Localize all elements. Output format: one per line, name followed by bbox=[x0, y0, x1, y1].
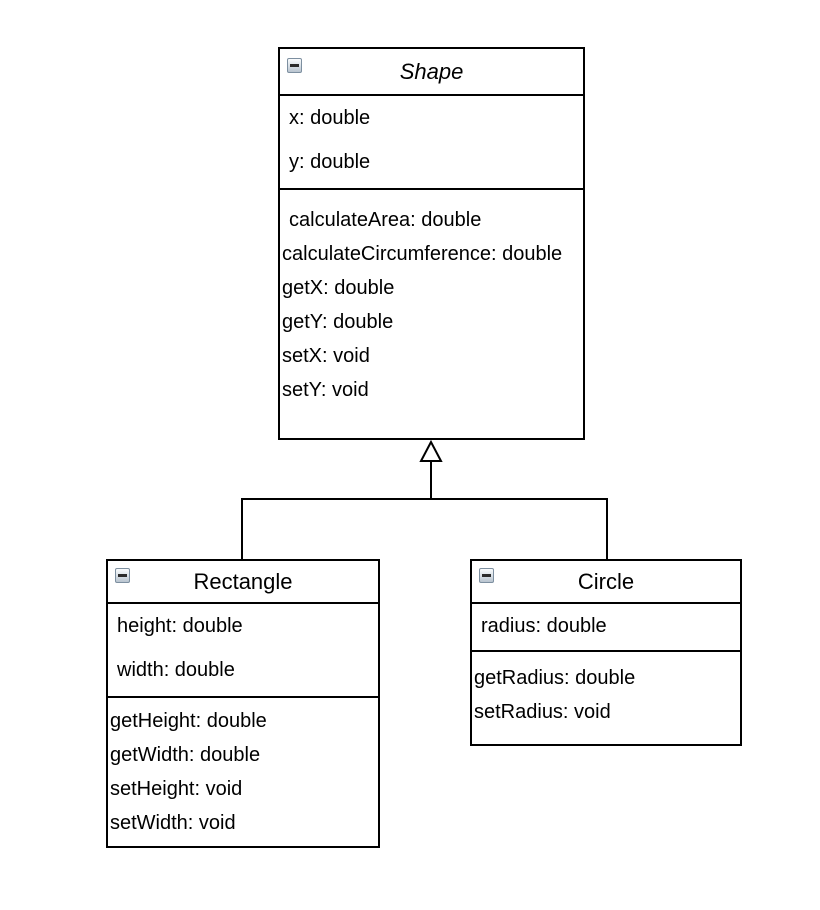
member-row: getX: double bbox=[282, 277, 395, 299]
class-title: Shape bbox=[399, 59, 464, 84]
member-row: setRadius: void bbox=[474, 701, 611, 723]
class-title: Circle bbox=[577, 569, 635, 594]
collapse-icon[interactable] bbox=[115, 568, 130, 583]
class-box-rectangle[interactable]: Rectangle height: double width: double ge… bbox=[106, 559, 380, 848]
member-row: getHeight: double bbox=[110, 710, 267, 732]
class-title: Rectangle bbox=[193, 569, 293, 594]
member-row: getWidth: double bbox=[110, 744, 261, 766]
member-row: x: double bbox=[289, 107, 371, 129]
collapse-icon[interactable] bbox=[287, 58, 302, 73]
member-row: calculateArea: double bbox=[289, 209, 482, 231]
member-row: height: double bbox=[117, 615, 243, 637]
member-row: width: double bbox=[117, 659, 235, 681]
member-row: setX: void bbox=[282, 345, 370, 367]
class-box-shape[interactable]: Shape x: double y: double calculateArea: … bbox=[278, 47, 585, 440]
collapse-icon[interactable] bbox=[479, 568, 494, 583]
methods-section: calculateArea: double calculateCircumfere… bbox=[280, 190, 583, 407]
member-row: setHeight: void bbox=[110, 778, 243, 800]
member-row: getRadius: double bbox=[474, 667, 636, 689]
class-header: Shape bbox=[280, 49, 583, 96]
class-header: Rectangle bbox=[108, 561, 378, 604]
member-row: setY: void bbox=[282, 379, 369, 401]
member-row: getY: double bbox=[282, 311, 394, 333]
minus-glyph bbox=[482, 574, 491, 577]
generalization-triangle-icon bbox=[419, 439, 443, 462]
methods-section: getHeight: double getWidth: double setHeig… bbox=[108, 698, 378, 840]
member-row: radius: double bbox=[481, 615, 607, 637]
attributes-section: x: double y: double bbox=[280, 96, 583, 190]
class-header: Circle bbox=[472, 561, 740, 604]
minus-glyph bbox=[118, 574, 127, 577]
class-box-circle[interactable]: Circle radius: double getRadius: double s… bbox=[470, 559, 742, 746]
member-row: calculateCircumference: double bbox=[282, 243, 563, 265]
member-row: y: double bbox=[289, 151, 371, 173]
minus-glyph bbox=[290, 64, 299, 67]
attributes-section: radius: double bbox=[472, 604, 740, 652]
methods-section: getRadius: double setRadius: void bbox=[472, 652, 740, 729]
member-row: setWidth: void bbox=[110, 812, 236, 834]
attributes-section: height: double width: double bbox=[108, 604, 378, 698]
